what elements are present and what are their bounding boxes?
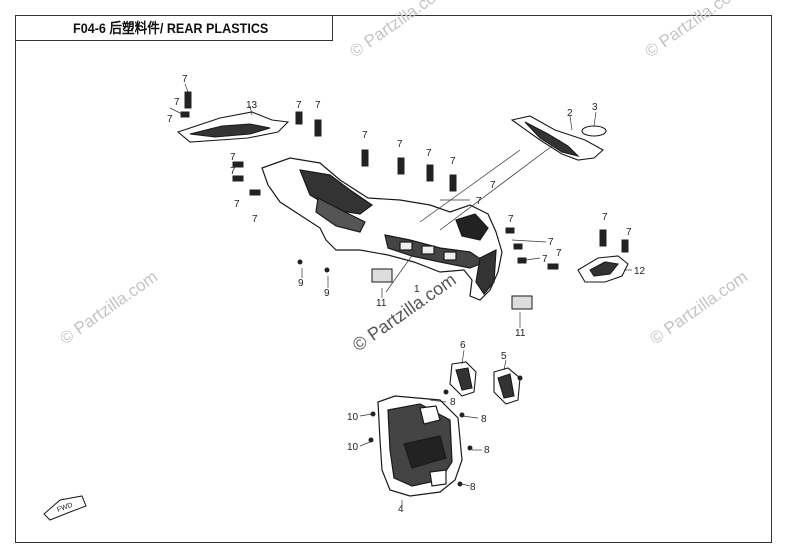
callout-9: 9	[324, 288, 330, 299]
callout-7: 7	[167, 114, 173, 125]
fwd-arrow-icon: FWD	[43, 495, 87, 521]
callout-7: 7	[182, 74, 188, 85]
callout-8: 8	[481, 414, 487, 425]
callout-7: 7	[397, 139, 403, 150]
page-title: F04-6 后塑料件/ REAR PLASTICS	[73, 19, 269, 36]
callout-7: 7	[602, 212, 608, 223]
callout-2: 2	[567, 108, 573, 119]
rear-fender-part-1	[261, 157, 503, 301]
bracket-part-2	[510, 115, 604, 161]
callout-13: 13	[246, 100, 258, 111]
callout-7: 7	[450, 156, 456, 167]
callout-10: 10	[347, 442, 359, 453]
callout-9: 9	[298, 278, 304, 289]
callout-7: 7	[542, 254, 548, 265]
callout-8: 8	[470, 482, 476, 493]
callout-10: 10	[347, 412, 359, 423]
leader-lines	[169, 83, 632, 505]
callout-11: 11	[515, 328, 526, 339]
callout-7: 7	[296, 100, 302, 111]
callout-7: 7	[426, 148, 432, 159]
bracket-part-12	[577, 255, 629, 283]
callout-7: 7	[252, 214, 258, 225]
callout-8: 8	[484, 445, 490, 456]
bracket-part-13	[176, 111, 290, 143]
callout-7: 7	[362, 130, 368, 141]
watermark: © Partzilla.com	[346, 0, 451, 61]
callout-6: 6	[460, 340, 466, 351]
callout-3: 3	[592, 102, 598, 113]
callout-4: 4	[398, 504, 404, 515]
callout-7: 7	[315, 100, 321, 111]
callout-7: 7	[548, 237, 554, 248]
watermark-center: © Partzilla.com	[349, 269, 460, 355]
reflector-part-11	[371, 268, 533, 310]
callout-1: 1	[414, 284, 420, 295]
callout-labels: 13 7 7 7 7 7 7 7 7 7 7 7 7 7 7 7 7 7 7 7…	[167, 74, 646, 515]
callout-12: 12	[634, 266, 646, 277]
callout-7: 7	[476, 196, 482, 207]
diagram-frame	[15, 15, 772, 543]
watermark: © Partzilla.com	[56, 267, 161, 348]
watermarks: © Partzilla.com © Partzilla.com © Partzi…	[56, 0, 751, 355]
callout-7: 7	[230, 152, 236, 163]
mount-part-5	[493, 367, 521, 405]
lower-fender-part-4	[377, 395, 463, 497]
fasteners	[180, 91, 629, 487]
callout-7: 7	[556, 248, 562, 259]
callout-7: 7	[234, 199, 240, 210]
callout-7: 7	[626, 227, 632, 238]
title-box: F04-6 后塑料件/ REAR PLASTICS	[15, 15, 333, 41]
callout-7: 7	[490, 180, 496, 191]
callout-11: 11	[376, 298, 387, 309]
watermark: © Partzilla.com	[646, 267, 751, 348]
callout-7: 7	[230, 166, 236, 177]
watermark: © Partzilla.com	[641, 0, 746, 61]
mount-part-6	[449, 361, 477, 397]
callout-5: 5	[501, 351, 507, 362]
callout-7: 7	[174, 97, 180, 108]
callout-7: 7	[508, 214, 514, 225]
oval-sticker-part-3	[581, 125, 607, 137]
callout-8: 8	[450, 397, 456, 408]
